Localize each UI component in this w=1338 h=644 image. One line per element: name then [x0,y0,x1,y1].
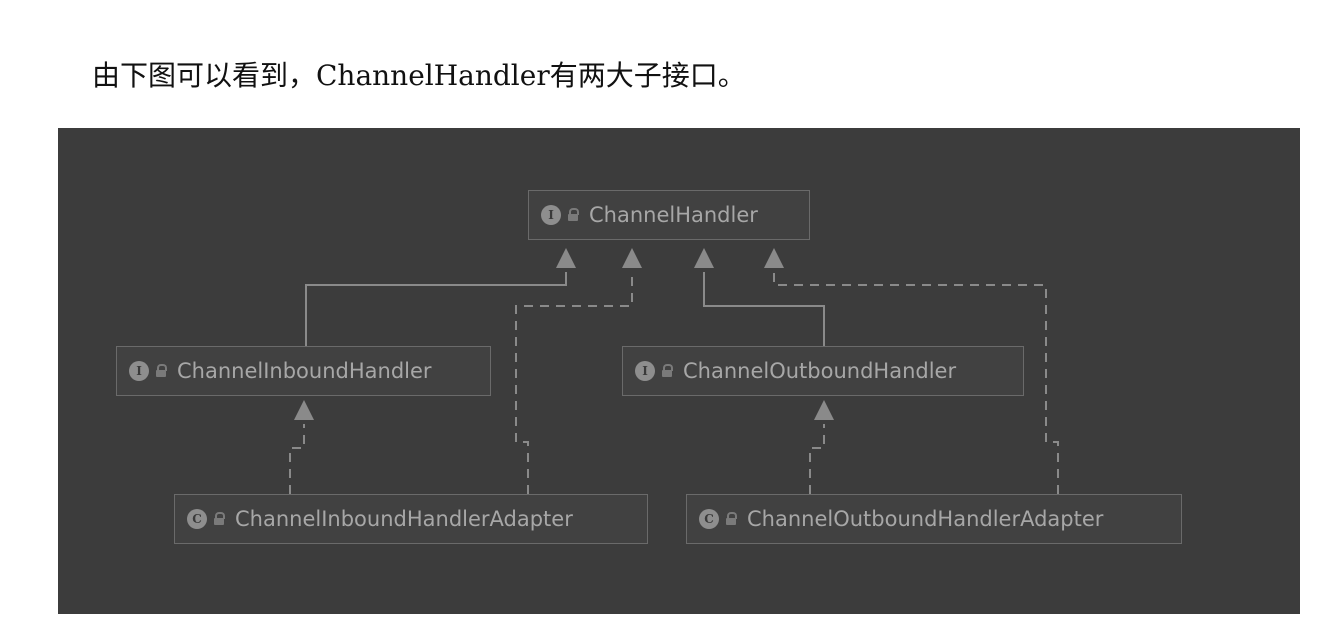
edge-inbound-to-handler [305,272,567,346]
node-channel-inbound-handler-adapter[interactable]: C ChannelInboundHandlerAdapter [174,494,648,544]
class-hierarchy-diagram: I ChannelHandler I ChannelInboundHandler… [58,128,1300,614]
interface-icon: I [635,361,655,381]
class-icon: C [187,509,207,529]
unlock-icon [725,512,737,526]
node-channel-handler[interactable]: I ChannelHandler [528,190,810,240]
unlock-icon [661,364,673,378]
unlock-icon [155,364,167,378]
unlock-icon [567,208,579,222]
class-icon: C [699,509,719,529]
arrowhead-outbound-adapter-to-outbound [814,400,834,420]
arrowhead-outbound-adapter-to-handler [764,248,784,268]
interface-icon: I [541,205,561,225]
unlock-icon [213,512,225,526]
node-label: ChannelOutboundHandler [683,359,957,383]
node-channel-outbound-handler-adapter[interactable]: C ChannelOutboundHandlerAdapter [686,494,1182,544]
edge-inbound-adapter-to-handler [515,272,633,494]
interface-icon: I [129,361,149,381]
arrowhead-inbound-adapter-to-handler [622,248,642,268]
node-label: ChannelInboundHandler [177,359,432,383]
arrowhead-inbound-adapter-to-inbound [294,400,314,420]
node-channel-inbound-handler[interactable]: I ChannelInboundHandler [116,346,491,396]
edge-outbound-to-handler [703,272,825,346]
node-label: ChannelHandler [589,203,758,227]
edges-layer [289,248,1059,494]
node-label: ChannelOutboundHandlerAdapter [747,507,1104,531]
node-channel-outbound-handler[interactable]: I ChannelOutboundHandler [622,346,1024,396]
node-label: ChannelInboundHandlerAdapter [235,507,573,531]
arrowhead-inbound-to-handler [556,248,576,268]
edge-outbound-adapter-to-outbound [809,424,825,494]
edge-inbound-adapter-to-inbound [289,424,305,494]
arrowhead-outbound-to-handler [694,248,714,268]
caption-text: 由下图可以看到，ChannelHandler有两大子接口。 [92,59,746,92]
